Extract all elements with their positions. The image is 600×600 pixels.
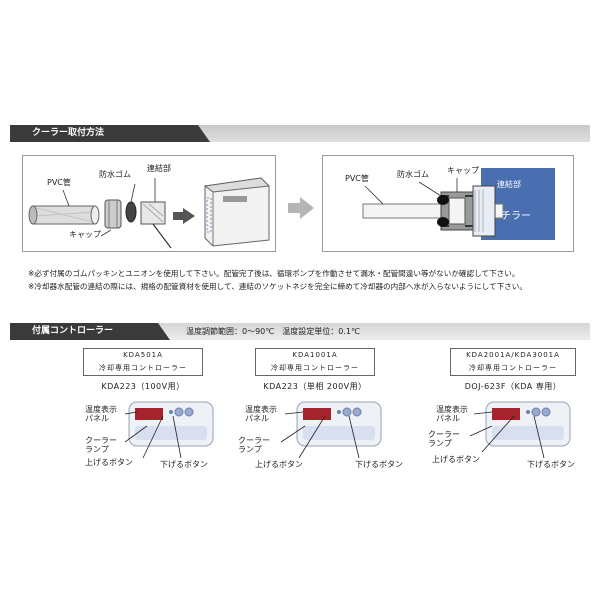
controller-3-type: 冷却専用コントローラー xyxy=(469,364,557,372)
left-installation-panel: PVC管 防水ゴム 連結部 キャップ xyxy=(22,155,276,252)
controller-spec: 温度調節範囲：0～90℃ 温度設定単位：0.1℃ xyxy=(186,327,360,336)
section2-title: 付属コントローラー xyxy=(10,323,170,340)
right-label-pvc: PVC管 xyxy=(345,174,369,183)
right-label-joint: 連結部 xyxy=(497,180,521,189)
rubber-ring-icon xyxy=(437,195,449,205)
controller-1-model-box: KDA501A 冷却専用コントローラー xyxy=(83,348,203,376)
controller-2-label-down: 下げるボタン xyxy=(355,460,403,469)
note-line-2: ※冷却器水配管の連結の際には、規格の配管資材を使用して、連結のソケットネジを完全… xyxy=(28,282,527,291)
controller-1-type: 冷却専用コントローラー xyxy=(99,364,187,372)
arrow-left-icon xyxy=(173,208,195,224)
controller-2-device xyxy=(296,401,382,447)
controller-3-label-panel: 温度表示 パネル xyxy=(436,405,468,423)
controller-1-label-lamp: クーラー ランプ xyxy=(85,436,117,454)
arrow-right-icon xyxy=(288,197,314,219)
controller-1-label-up: 上げるボタン xyxy=(85,458,133,467)
rubber-ring-icon xyxy=(125,201,137,223)
cap-icon xyxy=(104,199,122,229)
controller-2-model: KDA1001A xyxy=(292,351,338,359)
right-label-chiller: チラー xyxy=(501,211,531,222)
controller-2-name: KDA223（単相 200V用） xyxy=(263,382,367,391)
controller-2-label-up: 上げるボタン xyxy=(255,460,303,469)
controller-3-label-up: 上げるボタン xyxy=(432,455,480,464)
left-label-cap: キャップ xyxy=(69,230,101,239)
note-line-1: ※必ず付属のゴムパッキンとユニオンを使用して下さい。配管完了後は、循環ポンプを作… xyxy=(28,269,520,278)
left-label-pvc: PVC管 xyxy=(47,178,71,187)
controller-2-label-panel: 温度表示 パネル xyxy=(245,405,277,423)
controller-3-model-box: KDA2001A/KDA3001A 冷却専用コントローラー xyxy=(450,348,576,376)
section1-title: クーラー取付方法 xyxy=(10,125,210,142)
controller-2-type: 冷却専用コントローラー xyxy=(271,364,359,372)
left-installation-illustration xyxy=(28,177,271,249)
controller-3-label-lamp: クーラー ランプ xyxy=(428,430,460,448)
controller-1-pointers xyxy=(124,411,182,459)
controller-3-pointers xyxy=(469,411,545,459)
pvc-pipe-icon xyxy=(28,205,100,225)
controller-1-label-down: 下げるボタン xyxy=(160,460,208,469)
controller-3-name: DOJ-623F（KDA 専用） xyxy=(464,382,562,391)
controller-1-name: KDA223（100V用） xyxy=(101,382,185,391)
right-label-rubber: 防水ゴム xyxy=(397,170,429,179)
controller-3-device xyxy=(485,401,571,447)
controller-3-model: KDA2001A/KDA3001A xyxy=(466,351,560,359)
right-crosssection-illustration xyxy=(362,168,555,240)
joint-icon xyxy=(140,201,172,249)
left-label-joint: 連結部 xyxy=(147,164,171,173)
controller-2-label-lamp: クーラー ランプ xyxy=(238,436,270,454)
left-label-rubber: 防水ゴム xyxy=(99,170,131,179)
right-crosssection-panel: PVC管 防水ゴム キャップ 連結部 チラー xyxy=(322,155,574,252)
controller-3-label-down: 下げるボタン xyxy=(527,460,575,469)
controller-1-label-panel: 温度表示 パネル xyxy=(85,405,117,423)
cooler-unit-icon xyxy=(203,177,271,247)
controller-1-device xyxy=(128,401,214,447)
controller-1-model: KDA501A xyxy=(123,351,163,359)
controller-2-pointers xyxy=(280,411,360,459)
controller-2-model-box: KDA1001A 冷却専用コントローラー xyxy=(255,348,375,376)
right-label-cap: キャップ xyxy=(447,166,479,175)
